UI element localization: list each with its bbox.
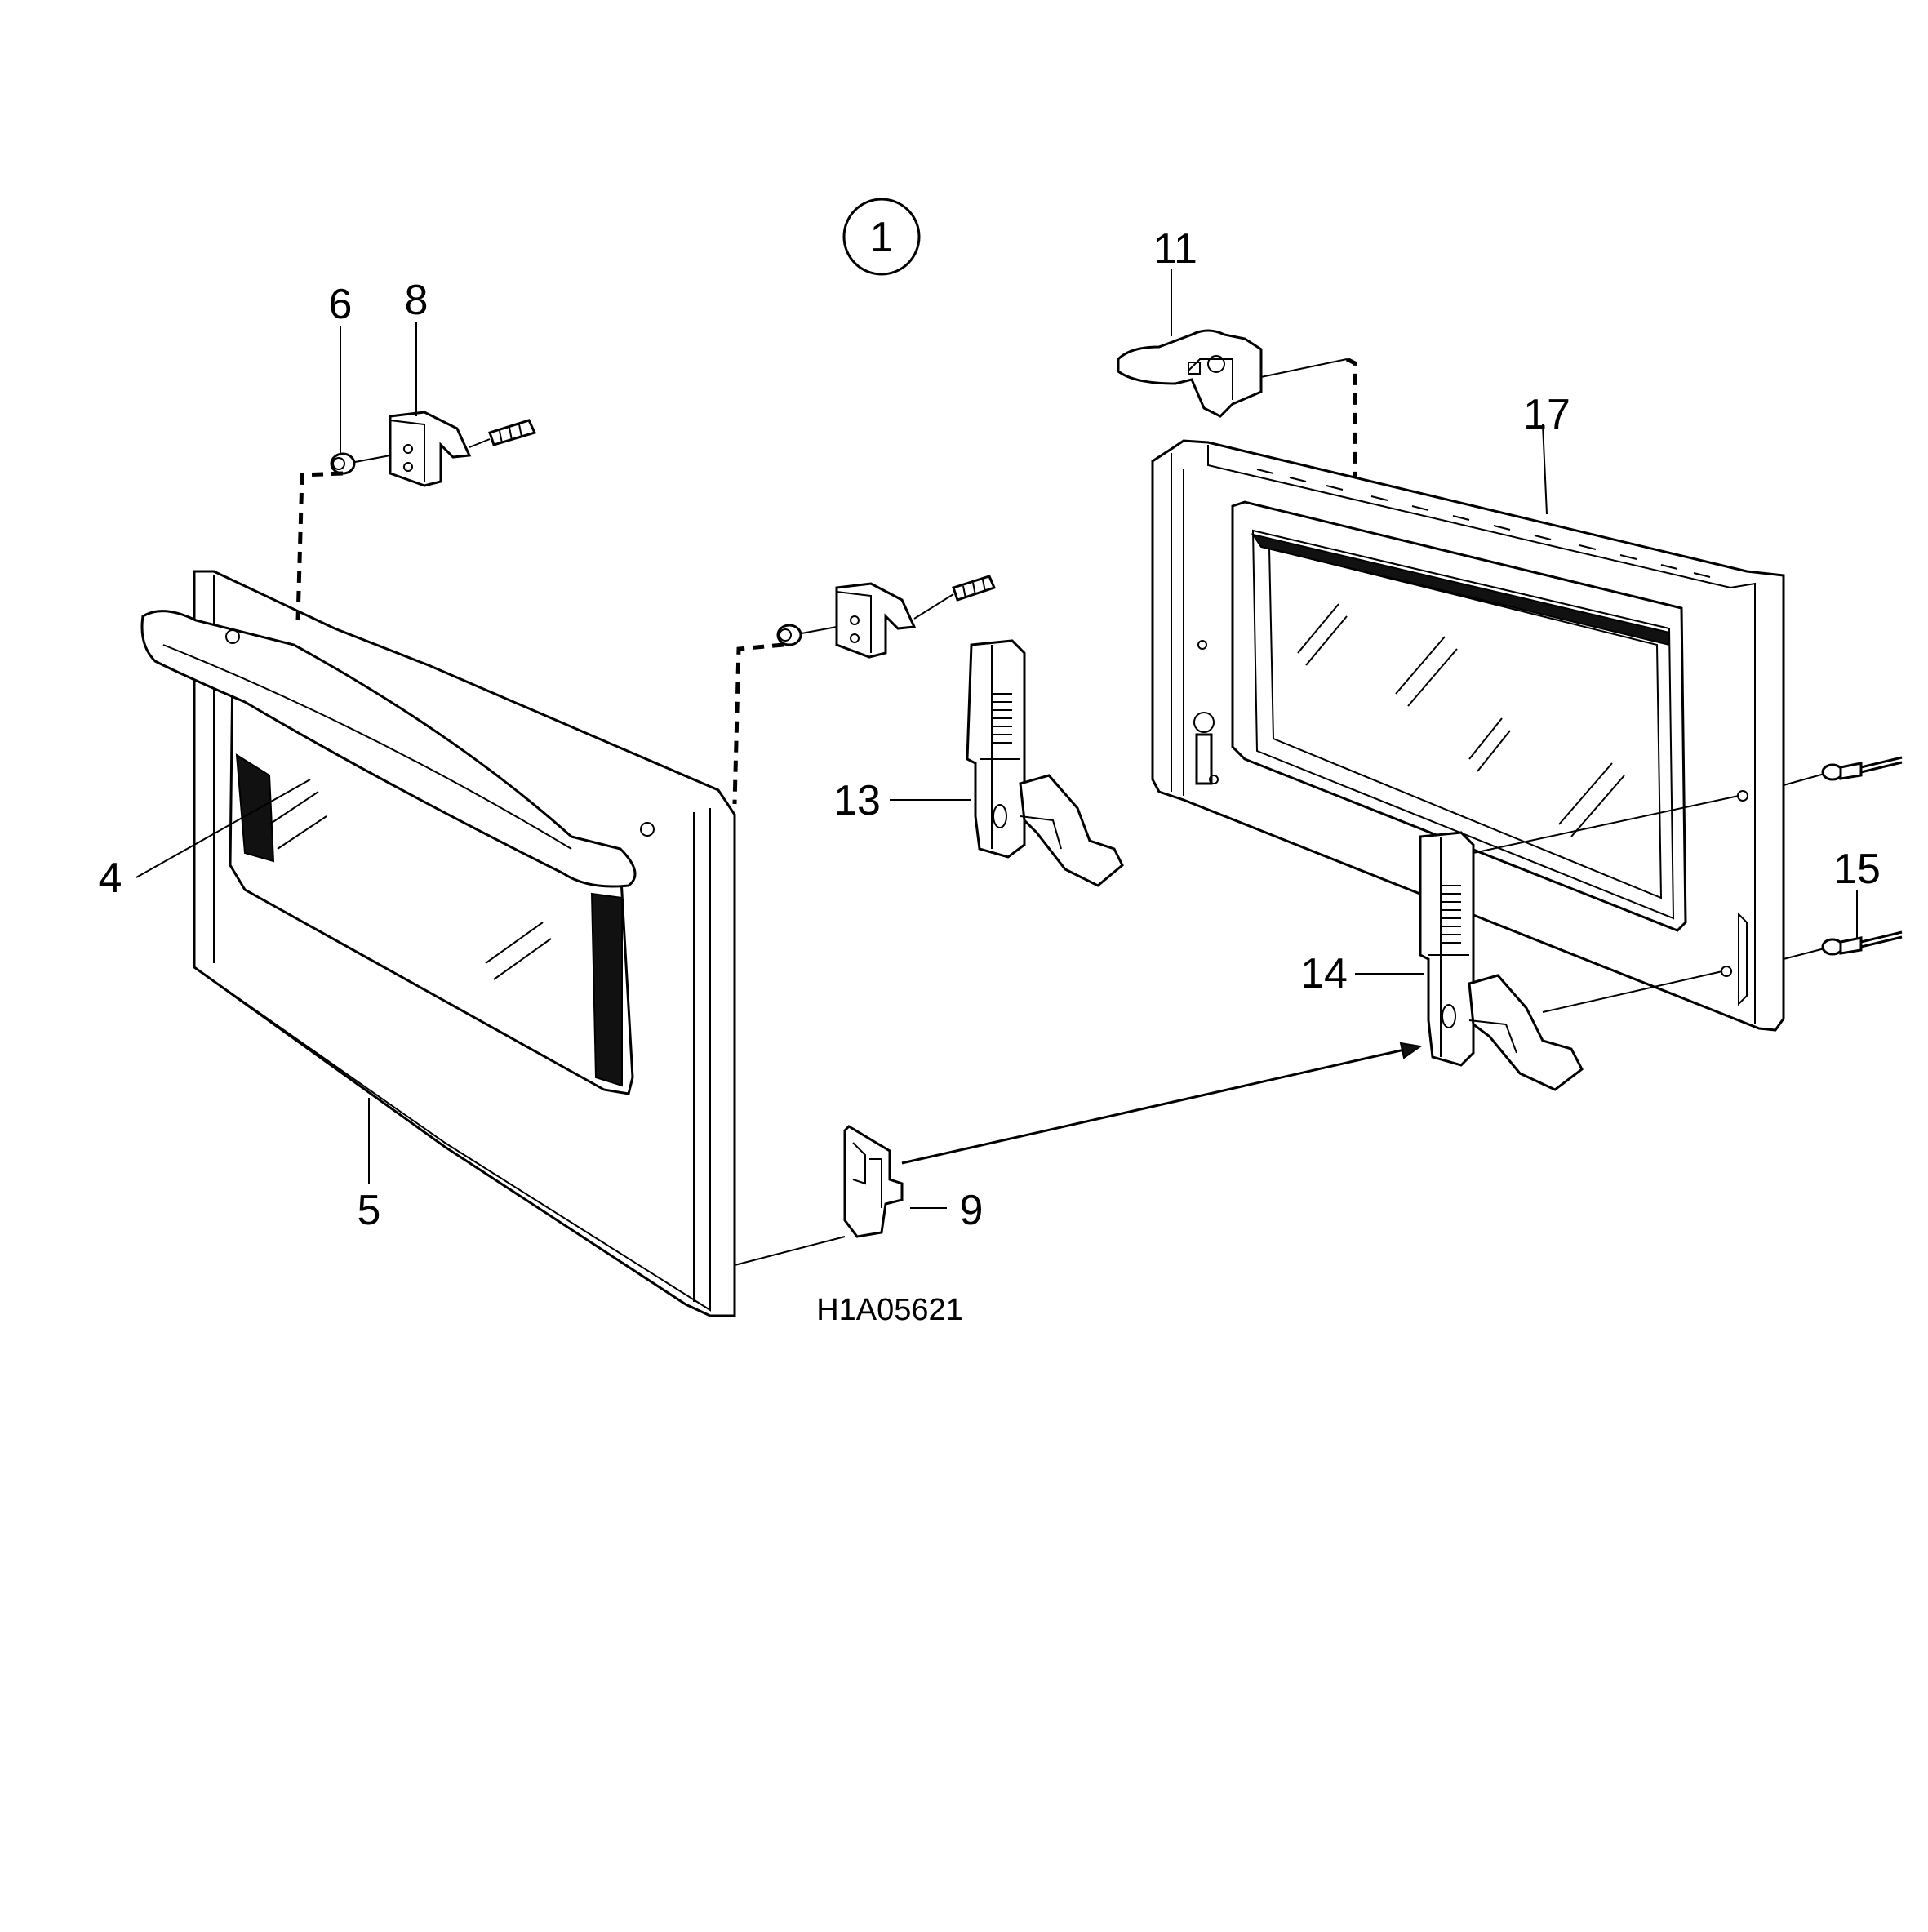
upper-left-screw [488,419,537,446]
callout-5: 5 [358,1187,381,1234]
door-handle [140,610,655,888]
middle-bracket [835,582,917,659]
drawing-code: H1A05621 [816,1293,963,1327]
callout-4: 4 [99,855,122,902]
callout-13: 13 [833,777,881,824]
view-number: 1 [870,214,894,261]
callout-6: 6 [329,281,353,328]
assembly-arrow-clip [901,1042,1423,1165]
rivet-upper [1821,756,1903,781]
middle-bushing [776,624,802,646]
lower-clip [843,1125,904,1238]
upper-left-bracket [389,411,472,487]
callout-15: 15 [1833,846,1881,893]
callout-17: 17 [1523,391,1570,438]
middle-screw [952,575,997,602]
rivet-lower [1821,930,1903,956]
callout-11: 11 [1153,225,1197,273]
door-latch [1117,329,1263,418]
callout-8: 8 [405,277,429,324]
view-number-badge: 1 [842,198,921,276]
hinge-right [1419,831,1584,1091]
hinge-left [966,639,1124,887]
inner-door-frame [1151,439,1785,1032]
callout-9: 9 [960,1187,984,1234]
upper-left-bushing [330,452,356,475]
callout-14: 14 [1300,950,1348,997]
